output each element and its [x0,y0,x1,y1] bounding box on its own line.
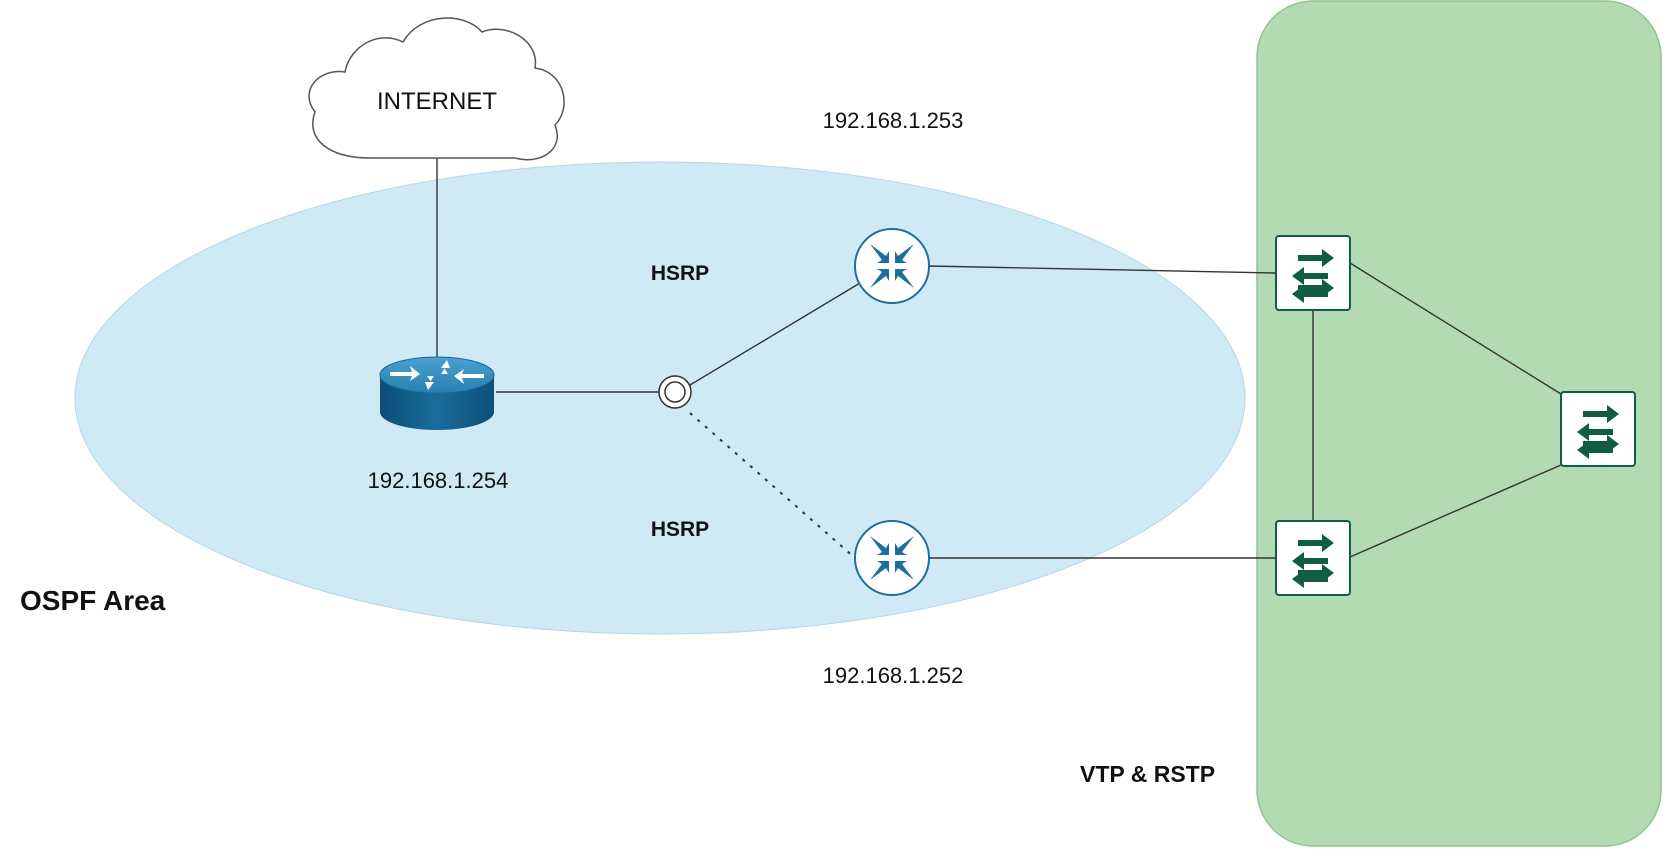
switch-1 [1275,235,1351,311]
switch-3 [1560,391,1636,467]
router-icon [854,520,930,596]
router-icon [379,356,495,430]
switch-zone [1256,0,1662,847]
hsrp-virtual-ip [658,375,692,409]
hsrp-router-b-protocol: HSRP [651,518,709,541]
link-vip-router-a [689,282,861,386]
hsrp-router-b [854,520,930,596]
core-router: 192.168.1.254 [368,356,509,493]
cloud-icon [308,17,565,161]
link-switch-1-switch-3 [1349,262,1562,395]
router-icon [854,228,930,304]
cloud-label: INTERNET [377,88,497,115]
switch-icon [1275,520,1351,596]
link-router-a-switch-1 [927,265,1277,274]
switch-icon [1275,235,1351,311]
hsrp-router-a-ip: 192.168.1.253 [823,108,964,133]
internet-cloud: INTERNET [308,17,565,161]
core-router-ip: 192.168.1.254 [368,468,509,493]
switch-icon [1560,391,1636,467]
links [436,157,1562,559]
switch-zone-label: VTP & RSTP [1080,761,1215,787]
hsrp-router-b-ip: 192.168.1.252 [823,663,964,688]
ospf-area-label: OSPF Area [20,585,166,616]
hsrp-router-a-protocol: HSRP [651,262,709,285]
virtual-ip-icon [658,375,692,409]
link-switch-2-switch-3 [1349,464,1562,558]
hsrp-router-a [854,228,930,304]
switch-2 [1275,520,1351,596]
